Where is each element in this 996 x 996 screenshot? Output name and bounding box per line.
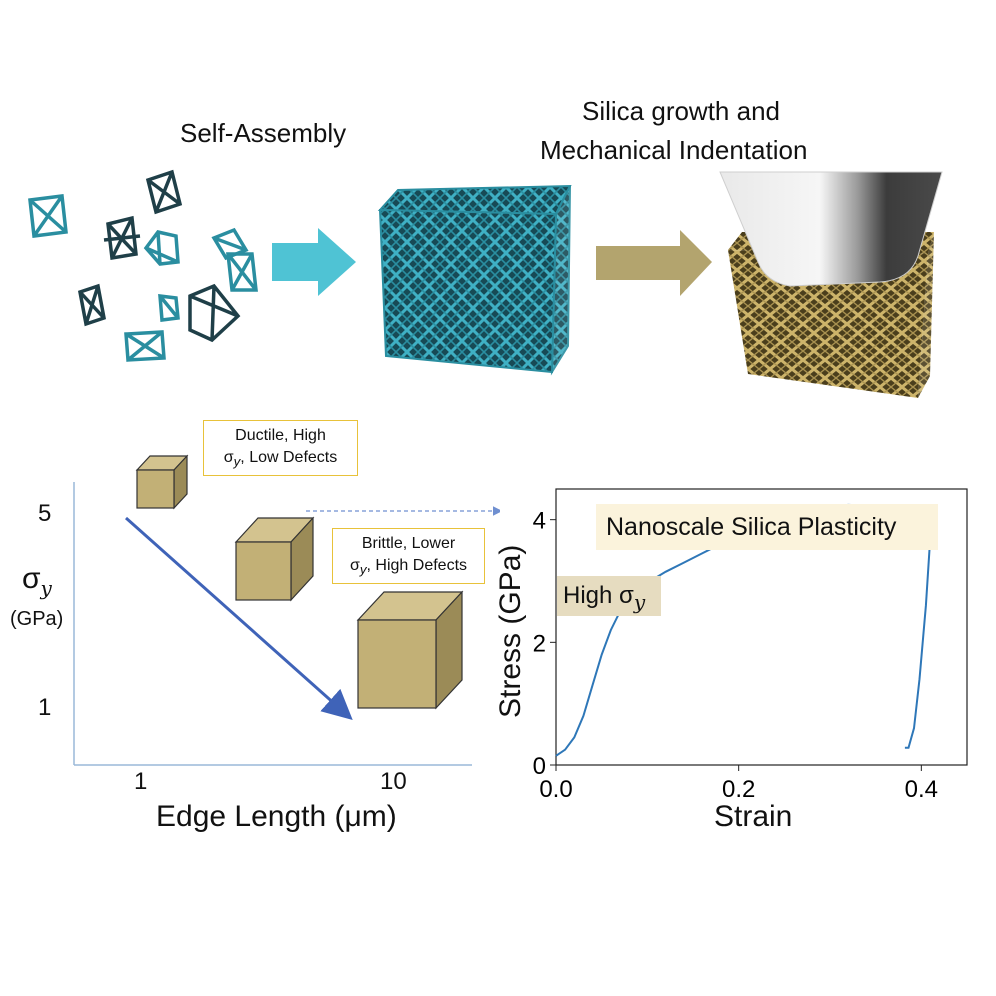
octahedron-icon	[211, 227, 249, 261]
x-tick-label: 0.2	[722, 776, 755, 803]
x-tick-label: 0.4	[905, 776, 938, 803]
octahedron-icon	[28, 194, 68, 238]
octahedron-icon	[143, 230, 180, 266]
ductile-callout: Ductile, High σy, Low Defects	[203, 420, 358, 476]
x-tick-1: 1	[134, 768, 148, 795]
y-axis-unit: (GPa)	[10, 608, 64, 630]
annotation-plasticity: Nanoscale Silica Plasticity	[596, 504, 938, 550]
size-effect-plot	[73, 454, 500, 766]
teal-lattice-cube	[377, 184, 572, 376]
self-assembly-label: Self-Assembly	[180, 118, 347, 148]
medium-cube	[234, 516, 315, 602]
y-axis-symbol: σy	[22, 562, 52, 600]
silica-growth-label-line1: Silica growth and	[582, 96, 780, 126]
octahedron-icon	[145, 169, 183, 215]
octahedron-icon	[103, 215, 141, 261]
small-cube	[135, 454, 189, 510]
arrow-right-icon	[272, 228, 356, 296]
annotation-high-sigma: High σy	[557, 576, 661, 616]
y-tick-label: 0	[533, 753, 546, 780]
octahedron-icon	[124, 330, 166, 362]
octahedron-icon	[226, 252, 258, 292]
brittle-callout-line2: σy, High Defects	[349, 557, 468, 578]
octahedron-icon	[188, 283, 241, 343]
y-tick-label: 4	[533, 508, 546, 535]
x-tick-label: 0.0	[539, 776, 572, 803]
trend-arrow	[125, 516, 353, 720]
octahedra-cluster	[28, 169, 258, 362]
indenter-tip	[719, 171, 943, 287]
arrow-right-icon	[596, 230, 712, 296]
y-tick-label: 2	[533, 630, 546, 657]
chart-x-label: Strain	[714, 800, 793, 833]
x-tick-10: 10	[380, 768, 407, 795]
x-axis-label: Edge Length (μm)	[156, 800, 397, 833]
y-tick-5: 5	[38, 500, 52, 527]
ductile-callout-line1: Ductile, High	[235, 427, 326, 444]
chart-y-label: Stress (GPa)	[494, 544, 527, 718]
large-cube	[356, 590, 464, 710]
silica-growth-label-line2: Mechanical Indentation	[540, 135, 808, 165]
top-schematic	[28, 169, 943, 398]
octahedron-icon	[158, 293, 180, 322]
brittle-callout: Brittle, Lower σy, High Defects	[332, 528, 485, 584]
brittle-callout-line1: Brittle, Lower	[361, 535, 456, 552]
octahedron-icon	[77, 283, 107, 327]
y-tick-1: 1	[38, 694, 52, 721]
ductile-callout-line2: σy, Low Defects	[223, 449, 338, 470]
plot-frame	[555, 488, 968, 766]
